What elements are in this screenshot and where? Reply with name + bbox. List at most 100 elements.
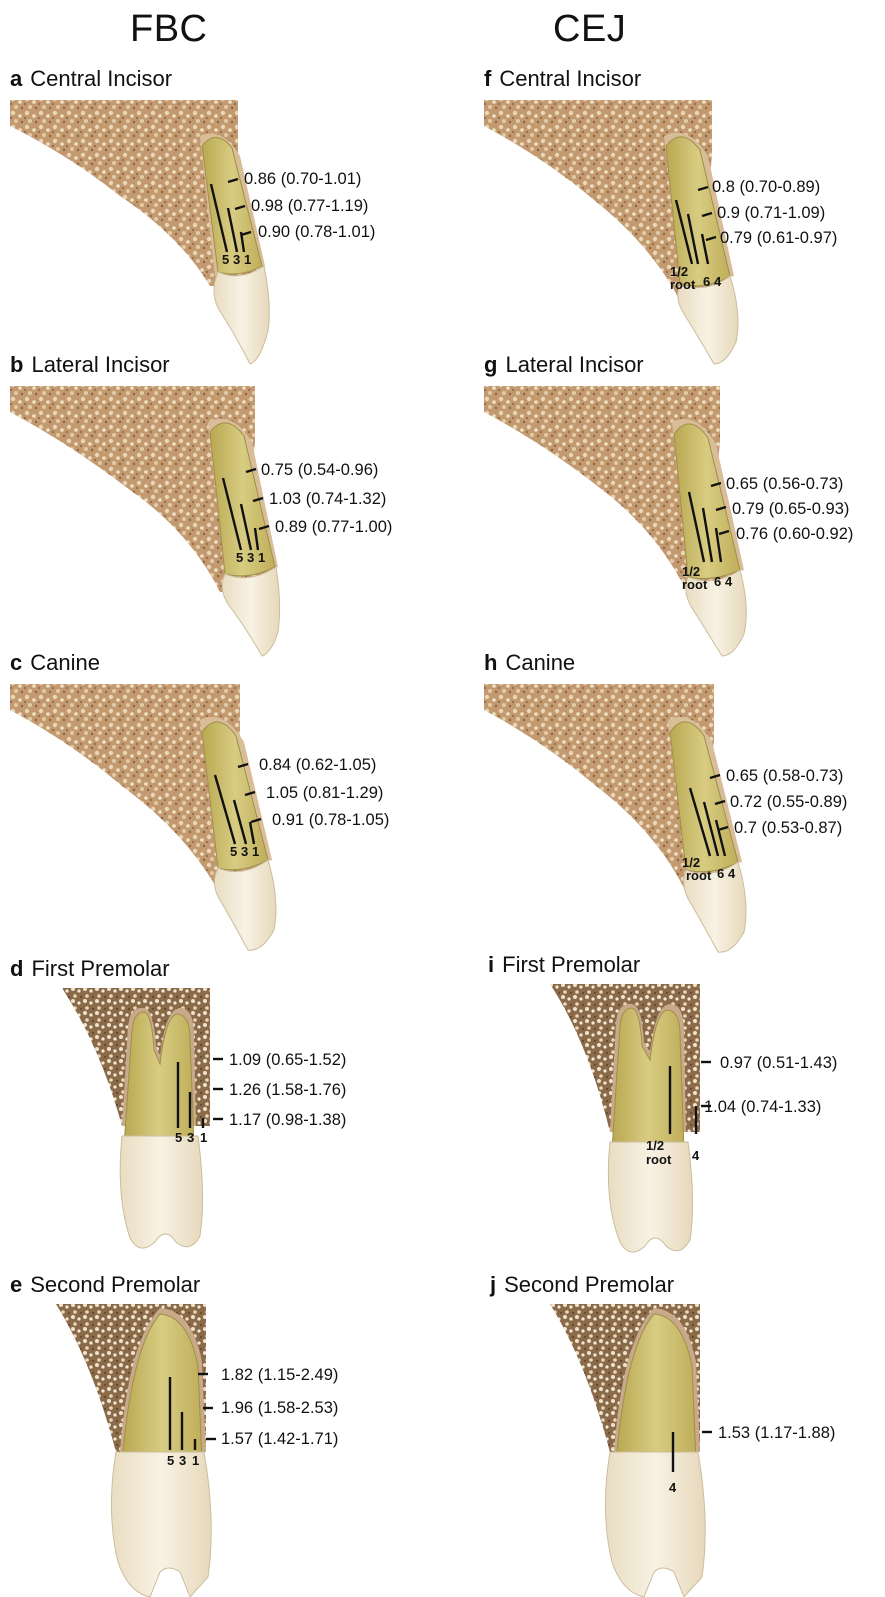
depth-label-4: 4	[714, 274, 722, 289]
depth-label-3: 3	[187, 1130, 194, 1145]
depth-label-3: 3	[179, 1453, 186, 1468]
panel-title: Second Premolar	[504, 1272, 674, 1297]
measurement-1: 0.65 (0.56-0.73)	[726, 475, 843, 493]
measurement-1: 0.8 (0.70-0.89)	[712, 178, 820, 196]
measurement-1: 0.65 (0.58-0.73)	[726, 767, 843, 785]
depth-label-4: 4	[728, 866, 736, 881]
root-label: root	[670, 277, 696, 292]
depth-label-5: 5	[167, 1453, 174, 1468]
panel-letter: d	[10, 956, 23, 981]
tooth-crown	[605, 1452, 705, 1597]
depth-label-1: 1	[244, 252, 251, 267]
depth-label-5: 5	[230, 844, 237, 859]
central-incisor-diagram: 5 3 1 0.86 (0.70-1.01) 0.98 (0.77-1.19) …	[10, 96, 440, 386]
measurement-2: 1.26 (1.58-1.76)	[229, 1081, 346, 1099]
tooth-crown	[222, 567, 279, 656]
measurement-2: 0.98 (0.77-1.19)	[251, 197, 368, 215]
measurement-3: 0.90 (0.78-1.01)	[258, 223, 375, 241]
second-premolar-diagram: 4 1.53 (1.17-1.88)	[490, 1302, 884, 1597]
measurement-1: 1.82 (1.15-2.49)	[221, 1366, 338, 1384]
measurement-2: 1.96 (1.58-2.53)	[221, 1399, 338, 1417]
second-premolar-diagram: 5 3 1 1.82 (1.15-2.49) 1.96 (1.58-2.53) …	[10, 1302, 440, 1597]
depth-label-6: 6	[714, 574, 721, 589]
depth-label-1: 1	[258, 550, 265, 565]
root-label: root	[686, 868, 712, 883]
panel-title: Second Premolar	[30, 1272, 200, 1297]
tooth-crown	[111, 1452, 211, 1597]
measurement-3: 0.91 (0.78-1.05)	[272, 811, 389, 829]
panel-letter: g	[484, 352, 497, 377]
measurement-3: 1.17 (0.98-1.38)	[229, 1111, 346, 1129]
tooth-crown	[214, 266, 269, 364]
depth-label-5: 5	[236, 550, 243, 565]
measurement-1: 0.86 (0.70-1.01)	[244, 170, 361, 188]
lateral-incisor-diagram: 1/2 root 6 4 0.65 (0.56-0.73) 0.79 (0.65…	[484, 382, 884, 672]
depth-label-3: 3	[247, 550, 254, 565]
measurement-1: 1.09 (0.65-1.52)	[229, 1051, 346, 1069]
depth-label-5: 5	[175, 1130, 182, 1145]
panel-letter: j	[490, 1272, 496, 1297]
measurement-2: 1.03 (0.74-1.32)	[269, 490, 386, 508]
measurement-3: 0.89 (0.77-1.00)	[275, 518, 392, 536]
measurement-3: 1.57 (1.42-1.71)	[221, 1430, 338, 1448]
panel-title: Lateral Incisor	[31, 352, 169, 377]
panel-letter: b	[10, 352, 23, 377]
depth-label-6: 6	[703, 274, 710, 289]
panel-title: Central Incisor	[499, 66, 641, 91]
panel-c-canine-fbc: cCanine 5 3 1 0.84 (0.62-1.05) 1.05 (0.8…	[10, 650, 440, 950]
panel-letter: f	[484, 66, 491, 91]
depth-label-4: 4	[669, 1480, 677, 1495]
measurement-1: 0.75 (0.54-0.96)	[261, 461, 378, 479]
column-title-fbc: FBC	[130, 8, 208, 51]
column-title-cej: CEJ	[553, 8, 626, 51]
half-root-label: 1/2	[646, 1138, 664, 1153]
tooth-crown	[214, 860, 276, 950]
panel-title: Lateral Incisor	[505, 352, 643, 377]
canine-diagram: 5 3 1 0.84 (0.62-1.05) 1.05 (0.81-1.29) …	[10, 680, 440, 970]
panel-letter: e	[10, 1272, 22, 1297]
root-label: root	[682, 577, 708, 592]
measurement-2: 0.79 (0.65-0.93)	[732, 500, 849, 518]
panel-letter: a	[10, 66, 22, 91]
panel-i-first-premolar-cej: i First Premolar 1/2 root 4 0.97 (0.51-1.…	[488, 952, 884, 1252]
panel-letter: h	[484, 650, 497, 675]
measurement-1: 0.84 (0.62-1.05)	[259, 756, 376, 774]
measurement-1: 0.97 (0.51-1.43)	[720, 1054, 837, 1072]
measurement-2: 0.72 (0.55-0.89)	[730, 793, 847, 811]
central-incisor-diagram: 1/2 root 6 4 0.8 (0.70-0.89) 0.9 (0.71-1…	[484, 96, 884, 386]
panel-letter: c	[10, 650, 22, 675]
depth-label-4: 4	[725, 574, 733, 589]
tooth-crown	[120, 1136, 202, 1248]
measurement-2: 1.05 (0.81-1.29)	[266, 784, 383, 802]
depth-label-1: 1	[192, 1453, 199, 1468]
measurement-1: 1.53 (1.17-1.88)	[718, 1424, 835, 1442]
lateral-incisor-diagram: 5 3 1 0.75 (0.54-0.96) 1.03 (0.74-1.32) …	[10, 382, 440, 672]
panel-letter: i	[488, 952, 494, 977]
depth-label-6: 6	[717, 866, 724, 881]
root-label: root	[646, 1152, 672, 1167]
measurement-2: 1.04 (0.74-1.33)	[704, 1098, 821, 1116]
panel-title: Central Incisor	[30, 66, 172, 91]
measurement-2: 0.9 (0.71-1.09)	[717, 204, 825, 222]
panel-title: First Premolar	[502, 952, 640, 977]
depth-label-3: 3	[233, 252, 240, 267]
depth-label-3: 3	[241, 844, 248, 859]
panel-g-lateral-incisor-cej: gLateral Incisor 1/2 root 6 4 0.65 (0.56…	[484, 352, 884, 652]
panel-title: Canine	[505, 650, 575, 675]
panel-title: Canine	[30, 650, 100, 675]
panel-d-first-premolar-fbc: dFirst Premolar 5 3 1 1.09 (0.65-1.52) 1…	[10, 956, 440, 1256]
panel-h-canine-cej: hCanine 1/2 root 6 4 0.65 (0.58-0.73) 0.…	[484, 650, 884, 950]
measurement-3: 0.7 (0.53-0.87)	[734, 819, 842, 837]
measurement-3: 0.79 (0.61-0.97)	[720, 229, 837, 247]
panel-j-second-premolar-cej: j Second Premolar 4 1.53 (1.17-1.88)	[490, 1272, 884, 1597]
first-premolar-diagram: 5 3 1 1.09 (0.65-1.52) 1.26 (1.58-1.76) …	[10, 986, 440, 1276]
depth-label-1: 1	[200, 1130, 207, 1145]
measurement-3: 0.76 (0.60-0.92)	[736, 525, 853, 543]
canine-diagram: 1/2 root 6 4 0.65 (0.58-0.73) 0.72 (0.55…	[484, 680, 884, 970]
depth-label-4: 4	[692, 1148, 700, 1163]
first-premolar-diagram: 1/2 root 4 0.97 (0.51-1.43) 1.04 (0.74-1…	[488, 982, 884, 1272]
